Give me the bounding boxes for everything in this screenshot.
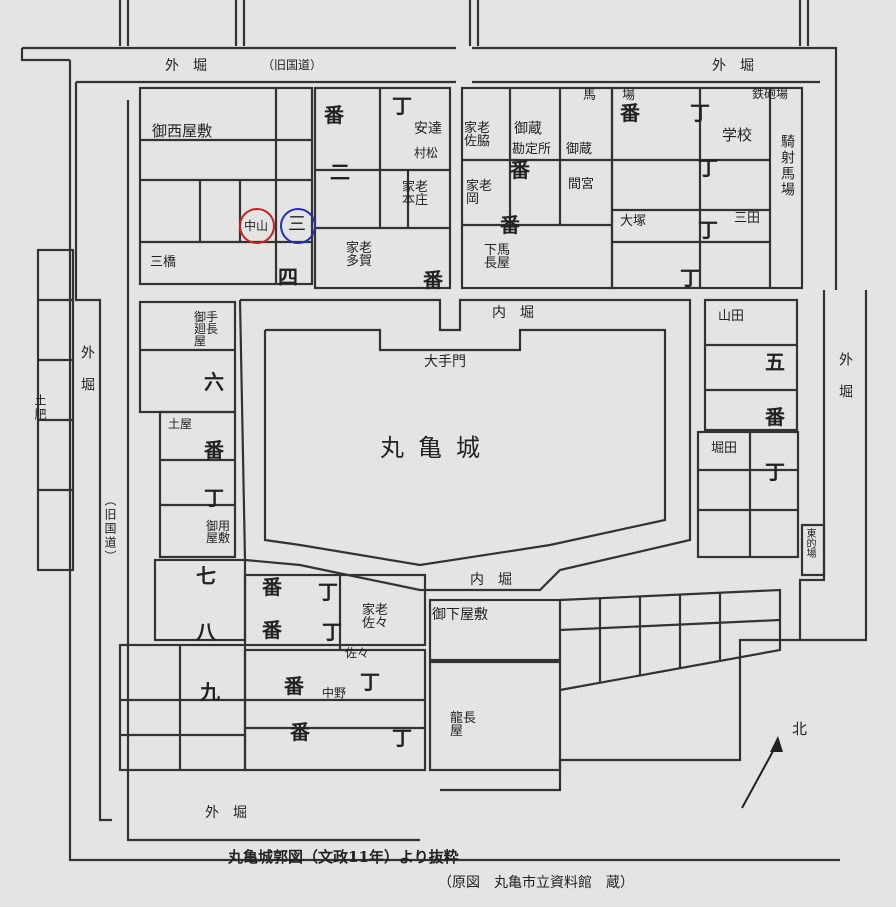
street-cho-1: 丁 xyxy=(392,94,412,118)
circled-three-label: 三 xyxy=(288,214,306,235)
otemawari-nagaya-label: 御手廻長屋 xyxy=(194,310,219,348)
street-ban-7: 番 xyxy=(765,405,785,429)
horita-label: 堀田 xyxy=(711,441,738,456)
street-cho-9: 丁 xyxy=(322,620,342,644)
karo-sasa-label: 家老佐々 xyxy=(362,603,389,631)
street-cho-5: 丁 xyxy=(680,266,700,290)
karo-taga-label: 家老多賀 xyxy=(346,241,373,269)
tekkobajo-label: 鉄砲場 xyxy=(752,87,789,101)
outer-moat-label-south: 外 堀 xyxy=(205,805,247,821)
street-shichi: 七 xyxy=(196,564,216,588)
street-cho-7: 丁 xyxy=(765,460,785,484)
outer-moat-label-west: 外 堀 xyxy=(79,345,95,393)
street-cho-6: 丁 xyxy=(204,486,224,510)
maruya-label: 間宮 xyxy=(568,177,595,192)
sasa-label: 佐々 xyxy=(345,646,370,660)
otemon-gate-label: 大手門 xyxy=(424,354,466,370)
north-arrow-icon xyxy=(741,736,783,809)
higashi-matoba-label: 東的場 xyxy=(804,528,815,558)
map-caption-source: （原図 丸亀市立資料館 蔵） xyxy=(438,875,634,891)
yamada-label: 山田 xyxy=(718,309,745,324)
karo-oka-label: 家老岡 xyxy=(466,179,493,207)
street-ban-4: 番 xyxy=(423,268,443,292)
street-cho-3: 丁 xyxy=(698,156,718,180)
street-ban-11: 番 xyxy=(290,720,310,744)
north-label: 北 xyxy=(792,720,808,738)
nakayama-label: 中山 xyxy=(244,219,269,233)
outer-moat-label-north: 外 堀 xyxy=(165,58,207,74)
street-shi: 四 xyxy=(278,265,298,289)
street-ban-5: 番 xyxy=(620,101,640,125)
street-cho-10: 丁 xyxy=(360,670,380,694)
street-go: 五 xyxy=(765,350,785,374)
gakko-label: 学校 xyxy=(722,126,753,144)
okura-label-2: 御蔵 xyxy=(566,142,593,157)
street-cho-8: 丁 xyxy=(318,580,338,604)
street-ban-8: 番 xyxy=(262,575,282,599)
old-road-label-north: （旧国道） xyxy=(262,58,323,72)
street-ban-2: 番 xyxy=(510,158,530,182)
otsuka-label: 大塚 xyxy=(620,214,647,229)
ryu-nagaya-label: 龍長屋 xyxy=(450,711,477,739)
map-caption-title: 丸亀城郭図（文政11年）より抜粋 xyxy=(228,848,459,866)
street-hachi: 八 xyxy=(196,620,216,644)
oshimo-yashiki-label: 御下屋敷 xyxy=(432,607,488,623)
adachi-label: 安達 xyxy=(414,121,442,137)
street-cho-2: 丁 xyxy=(690,101,710,125)
dohi-label: 土肥 xyxy=(33,394,47,422)
street-cho-11: 丁 xyxy=(392,726,412,750)
blue-circle-marker xyxy=(280,208,316,244)
nakano-label: 中野 xyxy=(322,686,347,700)
outer-moat-label-east: 外 堀 xyxy=(837,352,853,400)
mita-label: 三田 xyxy=(734,211,761,226)
old-road-label-west: （旧国道） xyxy=(103,494,117,564)
street-ban-9: 番 xyxy=(262,618,282,642)
red-circle-marker xyxy=(239,208,275,244)
mihashi-label: 三橋 xyxy=(150,255,177,270)
karo-honjo-label: 家老本庄 xyxy=(402,180,429,208)
street-ban-6: 番 xyxy=(204,438,224,462)
castle-name: 丸亀城 xyxy=(380,434,494,462)
muramatsu-label: 村松 xyxy=(414,146,439,160)
street-ban-3: 番 xyxy=(500,213,520,237)
outer-moat-label-north-east: 外 堀 xyxy=(712,58,754,74)
street-ban-1: 番 xyxy=(324,103,344,127)
street-roku: 六 xyxy=(204,370,224,394)
baba-label: 馬 場 xyxy=(583,88,636,103)
goyo-yashiki-label: 御用屋敷 xyxy=(206,519,231,545)
dobei-label: 土屋 xyxy=(168,417,193,431)
kanjosho-label: 勘定所 xyxy=(512,142,552,157)
okura-label-1: 御蔵 xyxy=(514,121,542,137)
street-cho-4: 丁 xyxy=(698,218,718,242)
street-ban-10: 番 xyxy=(284,674,304,698)
karo-sawaki-label: 家老佐脇 xyxy=(464,121,491,149)
onishi-yashiki-label: 御西屋敷 xyxy=(152,122,213,140)
street-ni: 二 xyxy=(330,160,350,184)
shimouma-nagaya-label: 下馬長屋 xyxy=(484,243,511,271)
inner-moat-label-north: 内 堀 xyxy=(492,305,534,321)
kisha-baba-label: 騎射馬場 xyxy=(779,134,795,198)
inner-moat-label-south: 内 堀 xyxy=(470,572,512,588)
street-kyu: 九 xyxy=(200,680,220,704)
